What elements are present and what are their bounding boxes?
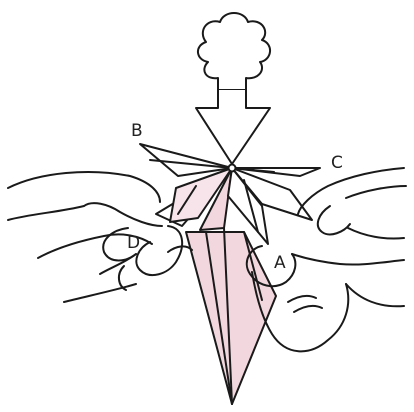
tree-icon xyxy=(198,13,270,90)
down-arrow-icon xyxy=(196,90,270,164)
label-c: C xyxy=(331,153,343,173)
label-b: B xyxy=(131,121,143,141)
label-d: D xyxy=(127,233,140,253)
left-hand-icon xyxy=(8,172,192,302)
label-a: A xyxy=(274,253,286,273)
